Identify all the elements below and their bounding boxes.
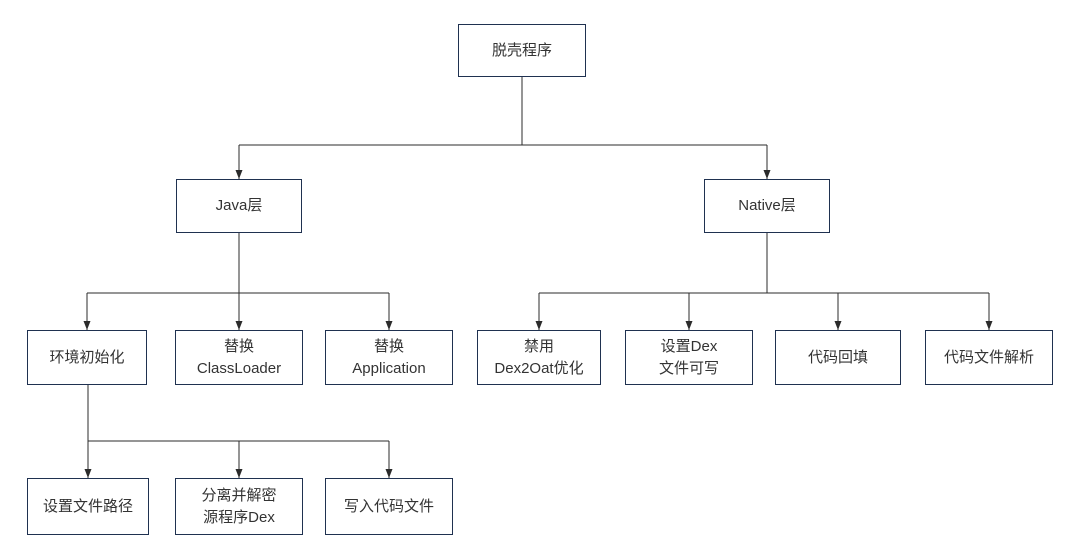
node-label: 文件可写	[658, 359, 719, 377]
node-java-layer: Java层	[176, 179, 302, 233]
node-split-decrypt-dex: 分离并解密 源程序Dex	[175, 478, 303, 535]
node-label: 分离并解密	[201, 486, 277, 504]
node-disable-dex2oat: 禁用 Dex2Oat优化	[477, 330, 601, 385]
node-unpacker-program: 脱壳程序	[458, 24, 586, 77]
node-label: 写入代码文件	[343, 497, 434, 515]
node-code-backfill: 代码回填	[775, 330, 901, 385]
connector-env-branch	[84, 385, 393, 478]
node-replace-application: 替换 Application	[325, 330, 453, 385]
node-label: ClassLoader	[196, 359, 282, 377]
node-code-file-parse: 代码文件解析	[925, 330, 1053, 385]
node-write-code-file: 写入代码文件	[325, 478, 453, 535]
node-native-layer: Native层	[704, 179, 830, 233]
node-label: 环境初始化	[49, 348, 125, 366]
node-label: 设置Dex	[660, 337, 718, 355]
node-set-file-path: 设置文件路径	[27, 478, 149, 535]
connector-native-branch	[535, 233, 993, 330]
node-label: 设置文件路径	[42, 497, 133, 515]
node-env-init: 环境初始化	[27, 330, 147, 385]
node-label: 代码回填	[807, 348, 868, 366]
node-label: 源程序Dex	[203, 508, 275, 526]
node-label: Dex2Oat优化	[494, 359, 584, 377]
node-label: Java层	[215, 197, 263, 215]
node-label: 替换	[223, 337, 254, 355]
node-set-dex-writable: 设置Dex 文件可写	[625, 330, 753, 385]
connector-root-branch	[235, 77, 771, 179]
node-replace-classloader: 替换 ClassLoader	[175, 330, 303, 385]
node-label: 代码文件解析	[943, 348, 1034, 366]
node-label: Native层	[738, 197, 796, 215]
connector-java-branch	[83, 233, 393, 330]
node-label: 脱壳程序	[491, 41, 552, 59]
node-label: 禁用	[523, 337, 554, 355]
node-label: Application	[352, 359, 426, 377]
node-label: 替换	[373, 337, 404, 355]
